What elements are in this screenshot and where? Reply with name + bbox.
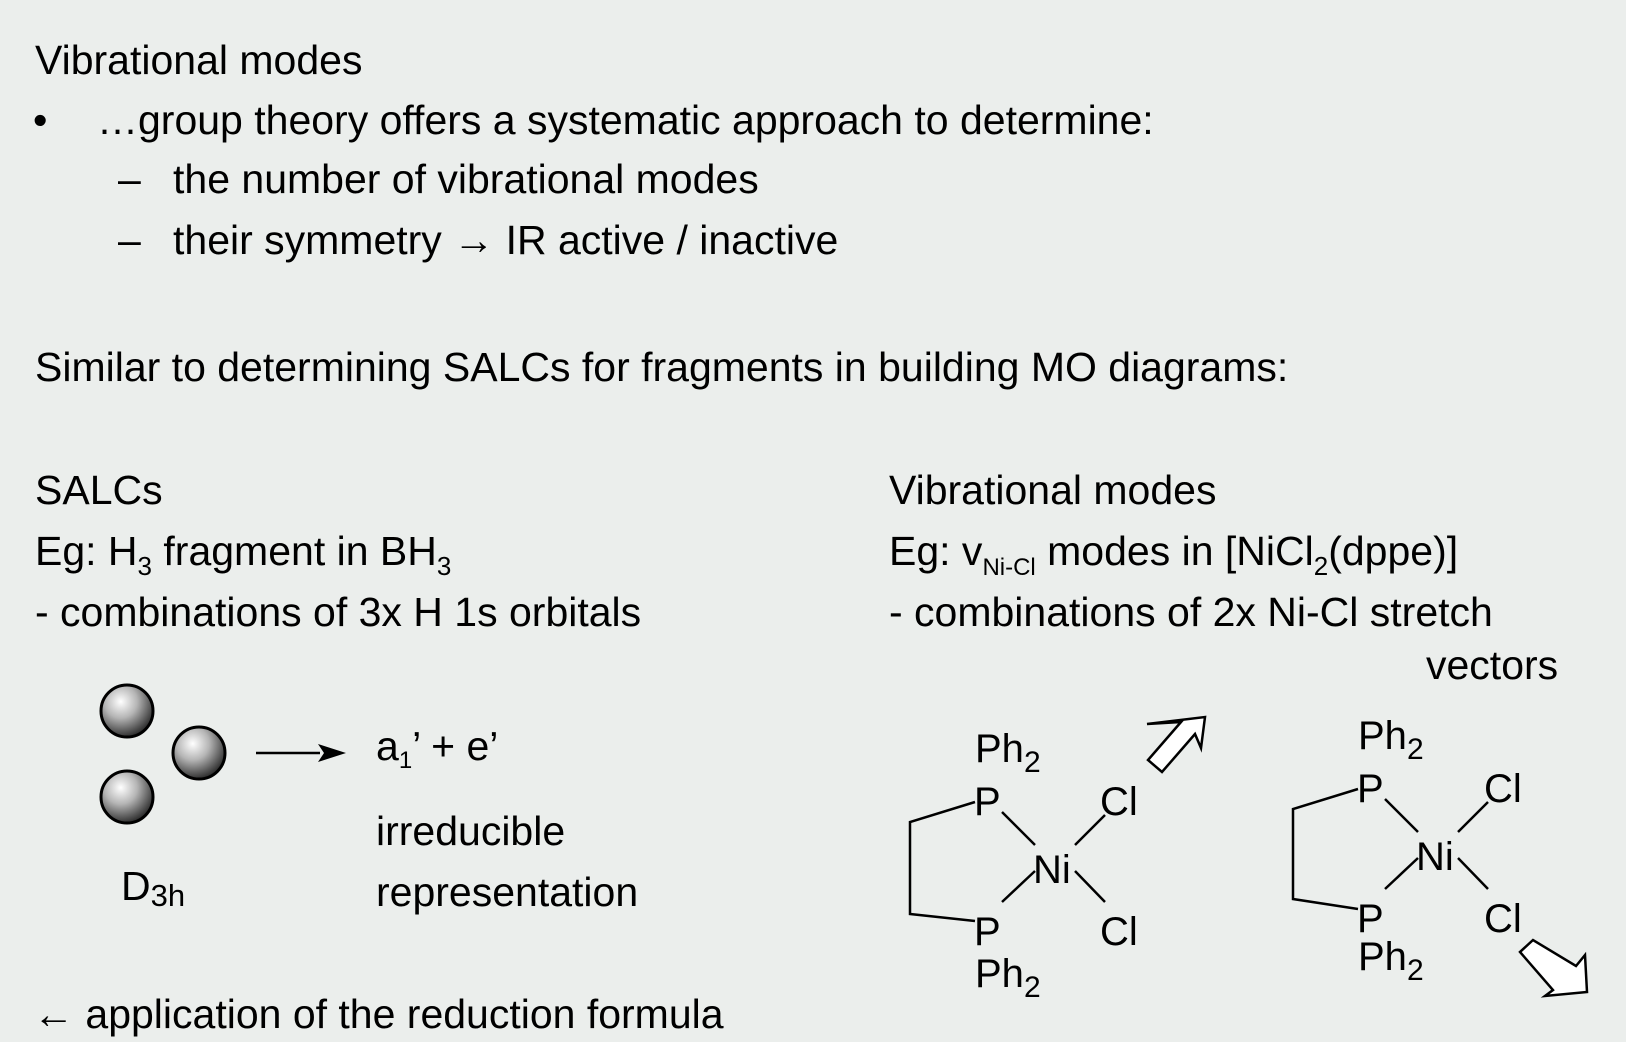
- subitem-symmetry: their symmetry → IR active / inactive: [173, 217, 839, 263]
- h-1s-orbital-sphere: [99, 683, 155, 739]
- ethylene-backbone: [908, 800, 976, 923]
- svg-text:Ph2: Ph2: [975, 727, 1041, 779]
- phosphorus-label: P: [974, 910, 1001, 954]
- chlorine-label: Cl: [1484, 897, 1522, 941]
- salcs-example: Eg: H3 fragment in BH3: [35, 528, 452, 581]
- ethylene-backbone: [1291, 787, 1359, 911]
- bullet-text: …group theory offers a systematic approa…: [97, 97, 1154, 143]
- stretch-vector-arrow-icon: [1146, 715, 1207, 774]
- ph2-sub: 2: [1024, 746, 1041, 779]
- ph2-label: Ph: [1358, 714, 1407, 758]
- ni-cl-bond: [1074, 814, 1106, 846]
- ph2-sub: 2: [1024, 971, 1041, 1004]
- h-1s-orbital-sphere: [171, 725, 227, 781]
- chlorine-label: Cl: [1484, 767, 1522, 811]
- ph2-sub: 2: [1407, 954, 1424, 987]
- p-ni-bond: [1384, 798, 1419, 833]
- similar-line: Similar to determining SALCs for fragmen…: [35, 344, 1289, 390]
- stretch-vector-arrow-icon: [1518, 938, 1589, 998]
- ni-cl-bond: [1457, 801, 1489, 833]
- irreducible-result: a1’ + e’: [376, 723, 499, 774]
- vib-combinations: - combinations of 2x Ni-Cl stretch: [889, 589, 1493, 635]
- slide-heading: Vibrational modes: [35, 37, 363, 83]
- irreducible-label-line1: irreducible: [376, 808, 566, 854]
- h-1s-orbital-sphere: [99, 769, 155, 825]
- vib-combinations-vectors: vectors: [1426, 642, 1559, 688]
- ph2-label: Ph: [975, 727, 1024, 771]
- ph2-sub: 2: [1407, 733, 1424, 766]
- bullet-marker: •: [33, 97, 48, 143]
- p-ni-bond: [1001, 870, 1036, 903]
- p-ni-bond: [1384, 857, 1419, 890]
- irreducible-label-line2: representation: [376, 869, 639, 915]
- vib-example: Eg: vNi-Cl modes in [NiCl2(dppe)]: [889, 528, 1459, 581]
- ni-cl-bond: [1074, 870, 1106, 903]
- arrow-head-icon: [318, 744, 346, 762]
- chlorine-label: Cl: [1100, 780, 1138, 824]
- ni-cl-bond: [1457, 857, 1489, 890]
- subitem-dash: –: [118, 156, 141, 202]
- nickel-label: Ni: [1416, 835, 1454, 879]
- svg-text:Ph2: Ph2: [1358, 935, 1424, 987]
- phosphorus-label: P: [1357, 767, 1384, 811]
- salcs-title: SALCs: [35, 467, 163, 513]
- ph2-label: Ph: [1358, 935, 1407, 979]
- svg-text:Ph2: Ph2: [1358, 714, 1424, 766]
- ph2-label: Ph: [975, 952, 1024, 996]
- phosphorus-label: P: [1357, 897, 1384, 941]
- point-group-label: D3h: [121, 863, 186, 913]
- nickel-label: Ni: [1033, 848, 1071, 892]
- phosphorus-label: P: [974, 780, 1001, 824]
- salcs-combinations: - combinations of 3x H 1s orbitals: [35, 589, 642, 635]
- p-ni-bond: [1001, 811, 1036, 846]
- vib-title: Vibrational modes: [889, 467, 1217, 513]
- chlorine-label: Cl: [1100, 910, 1138, 954]
- reduction-formula-note: ← application of the reduction formula: [33, 991, 724, 1037]
- svg-text:Ph2: Ph2: [975, 952, 1041, 1004]
- subitem-dash: –: [118, 217, 141, 263]
- subitem-number-of-modes: the number of vibrational modes: [173, 156, 759, 202]
